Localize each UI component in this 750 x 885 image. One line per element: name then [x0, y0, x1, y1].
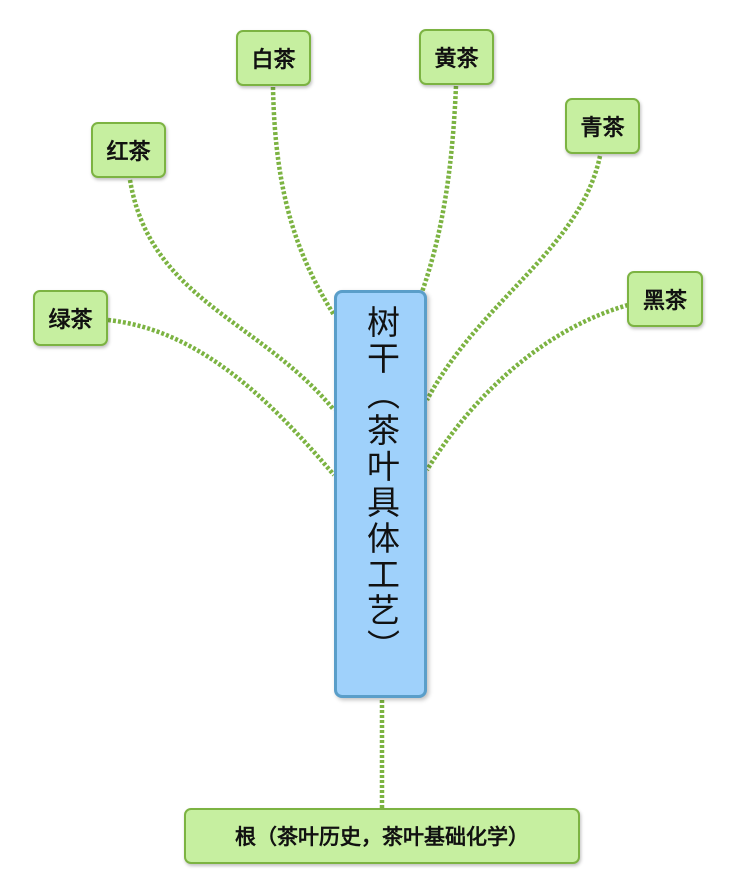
branch-green-tea-label: 绿茶 [48, 308, 93, 333]
connector-dark-tea [425, 302, 629, 472]
branch-yellow-tea-label: 黄茶 [434, 47, 479, 72]
branch-red-tea-label: 红茶 [106, 140, 151, 165]
branch-dark-tea-label: 黑茶 [642, 289, 687, 314]
root-label: 根（茶叶历史，茶叶基础化学） [235, 825, 529, 849]
branch-dark-tea[interactable]: 黑茶 [627, 271, 703, 327]
connector-red-tea [127, 179, 336, 412]
branch-oolong-tea-label: 青茶 [580, 116, 625, 141]
connector-yellow-tea [419, 85, 459, 293]
connector-oolong-tea [425, 155, 603, 402]
branch-white-tea-label: 白茶 [251, 48, 296, 73]
branch-red-tea[interactable]: 红茶 [91, 122, 166, 178]
root-node[interactable]: 根（茶叶历史，茶叶基础化学） [184, 808, 580, 864]
trunk-node[interactable]: 树干（茶叶具体工艺） [334, 290, 427, 698]
trunk-label: 树干（茶叶具体工艺） [361, 305, 401, 665]
connector-green-tea [107, 317, 336, 477]
branch-yellow-tea[interactable]: 黄茶 [419, 29, 494, 85]
connector-white-tea [270, 86, 336, 317]
branch-white-tea[interactable]: 白茶 [236, 30, 311, 86]
branch-green-tea[interactable]: 绿茶 [33, 290, 108, 346]
branch-oolong-tea[interactable]: 青茶 [565, 98, 640, 154]
